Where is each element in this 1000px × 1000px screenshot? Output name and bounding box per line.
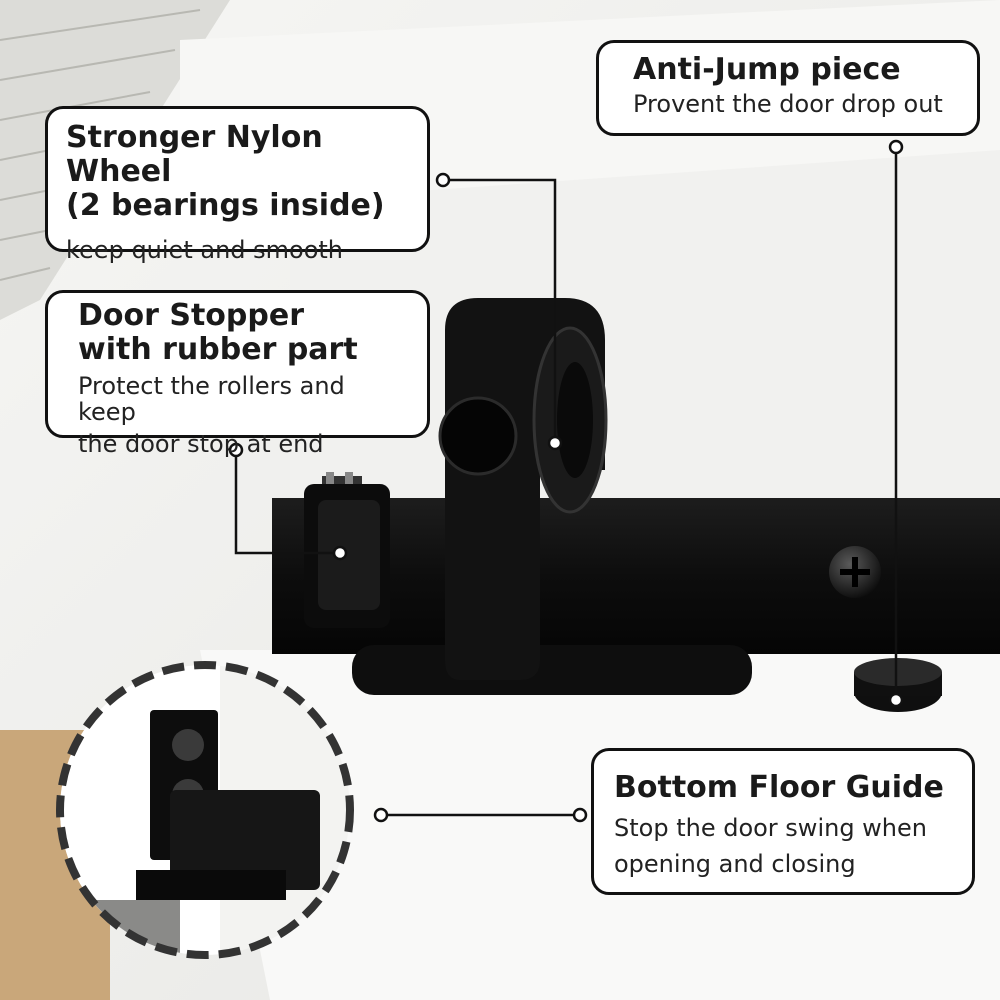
phillips-screw-icon xyxy=(829,546,881,598)
anti-jump-block xyxy=(854,658,942,712)
callout-title: Anti-Jump piece xyxy=(633,52,901,87)
leader-dots xyxy=(228,139,904,823)
callout-title-line: (2 bearings inside) xyxy=(66,188,385,223)
callout-description-line: Protect the rollers and keep xyxy=(78,372,345,426)
callout-description: keep quiet and smooth xyxy=(66,236,344,264)
callout-nylon-wheel: Stronger Nylon Wheel (2 bearings inside)… xyxy=(45,106,430,263)
callout-anti-jump: Anti-Jump piece Provent the door drop ou… xyxy=(596,40,980,136)
inset-dashed-ring xyxy=(56,661,354,959)
callout-title-line: with rubber part xyxy=(78,332,358,367)
callout-description: Provent the door drop out xyxy=(633,90,943,118)
roller-wheel-icon xyxy=(532,326,608,514)
callout-floor-guide: Bottom Floor Guide Stop the door swing w… xyxy=(591,748,975,895)
leader-lines xyxy=(234,147,898,817)
callout-description-line: Stop the door swing when xyxy=(614,814,927,842)
callout-title-line: Door Stopper xyxy=(78,298,305,333)
callout-description-line: opening and closing xyxy=(614,850,856,878)
door-stopper-hardware xyxy=(304,472,390,628)
callout-title-line: Stronger Nylon Wheel xyxy=(66,120,323,189)
callout-door-stopper: Door Stopper with rubber part Protect th… xyxy=(45,290,430,457)
callout-title: Bottom Floor Guide xyxy=(614,770,944,805)
callout-description-line: the door stop at end xyxy=(78,430,324,458)
